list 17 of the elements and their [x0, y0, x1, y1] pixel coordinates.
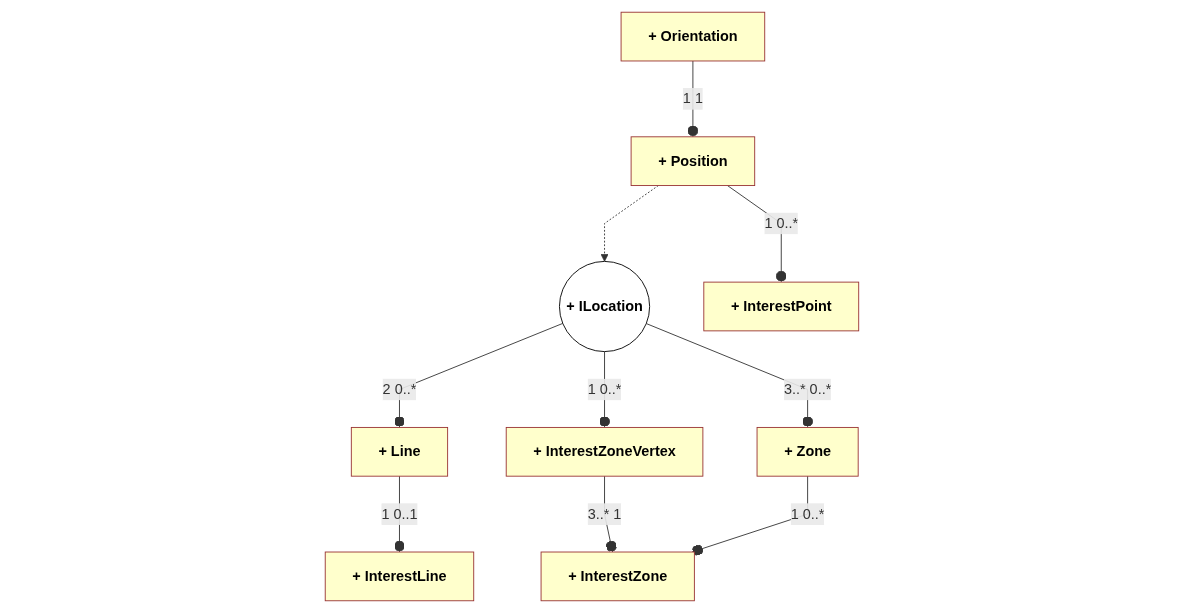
node-box: + Orientation — [620, 11, 765, 62]
edge-label: 1 0..1 — [380, 505, 418, 522]
edge-label: 1 0..* — [790, 505, 825, 522]
node-box: + InterestLine — [324, 551, 474, 602]
edge-label: 1 1 — [682, 90, 703, 107]
edge-label: 2 0..* — [382, 381, 416, 397]
edge-label: 3..* 0..* — [783, 381, 831, 397]
node-box: + InterestZone — [540, 551, 695, 602]
node-box: + Line — [350, 426, 448, 477]
edge-label: 3..* 1 — [587, 505, 621, 522]
node-circle: + ILocation — [558, 260, 650, 353]
edge-label: 1 0..* — [763, 215, 798, 231]
node-box: + Zone — [756, 426, 859, 477]
edge-label: 1 0..* — [587, 381, 621, 397]
node-box: + InterestPoint — [702, 281, 859, 332]
node-box: + Position — [630, 136, 755, 186]
node-box: + InterestZoneVertex — [505, 426, 703, 477]
